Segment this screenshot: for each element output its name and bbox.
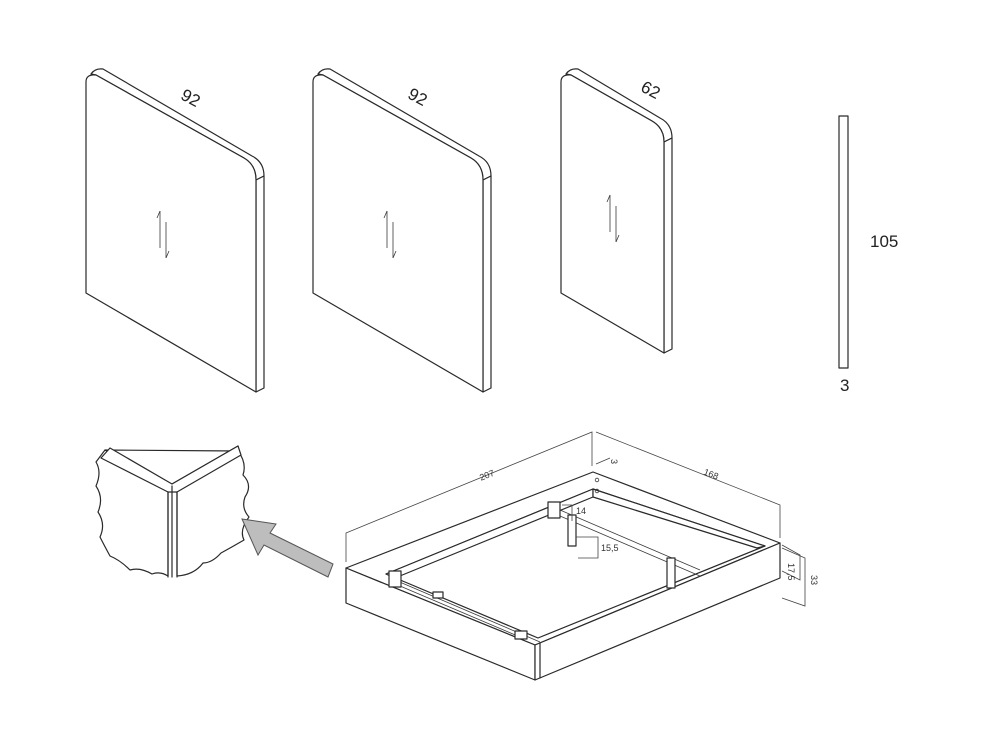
corner-top-bevel — [100, 445, 242, 493]
panel-1-width-label: 92 — [178, 85, 204, 111]
frame-leg-label: 15,5 — [601, 543, 619, 553]
inner-height-dimension-line — [562, 504, 573, 521]
detail-pointer-arrow — [241, 518, 334, 578]
corner-detail — [95, 445, 250, 578]
bed-frame-bracket-3 — [514, 630, 528, 640]
panel-1-face — [85, 74, 257, 393]
frame-inner-height-label: 14 — [576, 506, 586, 516]
bed-frame-hole-1 — [594, 477, 600, 483]
panel-1-grain-arrow — [156, 210, 170, 259]
panel-2-grain-arrow — [383, 210, 397, 259]
frame-length-label: 207 — [478, 468, 496, 483]
panel-2-side-edge — [482, 175, 492, 393]
bed-frame-dimensions: 207 168 3 14 15,5 17,5 33 — [345, 431, 819, 607]
width-dimension-line — [595, 431, 781, 538]
panel-3-side-edge — [663, 137, 673, 354]
headboard-panel-1: 92 — [85, 68, 265, 393]
side-total-dimension-line — [781, 547, 806, 607]
bed-frame — [345, 471, 781, 681]
panel-2-width-label: 92 — [405, 84, 431, 110]
frame-corner-label: 3 — [609, 459, 619, 464]
panel-2-face — [312, 74, 484, 393]
panel-profile-rect — [838, 115, 849, 369]
frame-width-label: 168 — [702, 467, 720, 482]
panel-3-width-label: 62 — [638, 77, 664, 103]
bed-frame-inner-right-wall — [592, 488, 766, 549]
bed-frame-bracket-1 — [388, 570, 402, 588]
frame-side-total-label: 33 — [809, 575, 819, 585]
length-dimension-line — [345, 431, 593, 562]
headboard-panel-3: 62 — [560, 68, 673, 354]
headboard-panel-2: 92 — [312, 68, 492, 393]
profile-height-label: 105 — [870, 232, 898, 251]
bed-frame-leg-2 — [666, 557, 676, 589]
bed-frame-right-side — [534, 542, 781, 681]
bed-frame-bracket-4 — [432, 591, 444, 599]
bed-frame-rail-front-inner — [399, 585, 521, 638]
leg-dimension-line — [576, 536, 599, 559]
corner-dimension-line — [595, 457, 611, 465]
panel-1-side-edge — [255, 175, 265, 393]
side-inner-dimension-line — [781, 544, 801, 581]
frame-side-inner-label: 17,5 — [786, 563, 796, 581]
panel-3-grain-arrow — [606, 194, 620, 243]
bed-frame-bracket-2 — [547, 501, 561, 519]
profile-thickness-label: 3 — [840, 376, 849, 395]
panel-3-face — [560, 74, 665, 354]
bed-frame-hole-2 — [594, 488, 600, 494]
panel-profile: 105 3 — [838, 115, 898, 395]
